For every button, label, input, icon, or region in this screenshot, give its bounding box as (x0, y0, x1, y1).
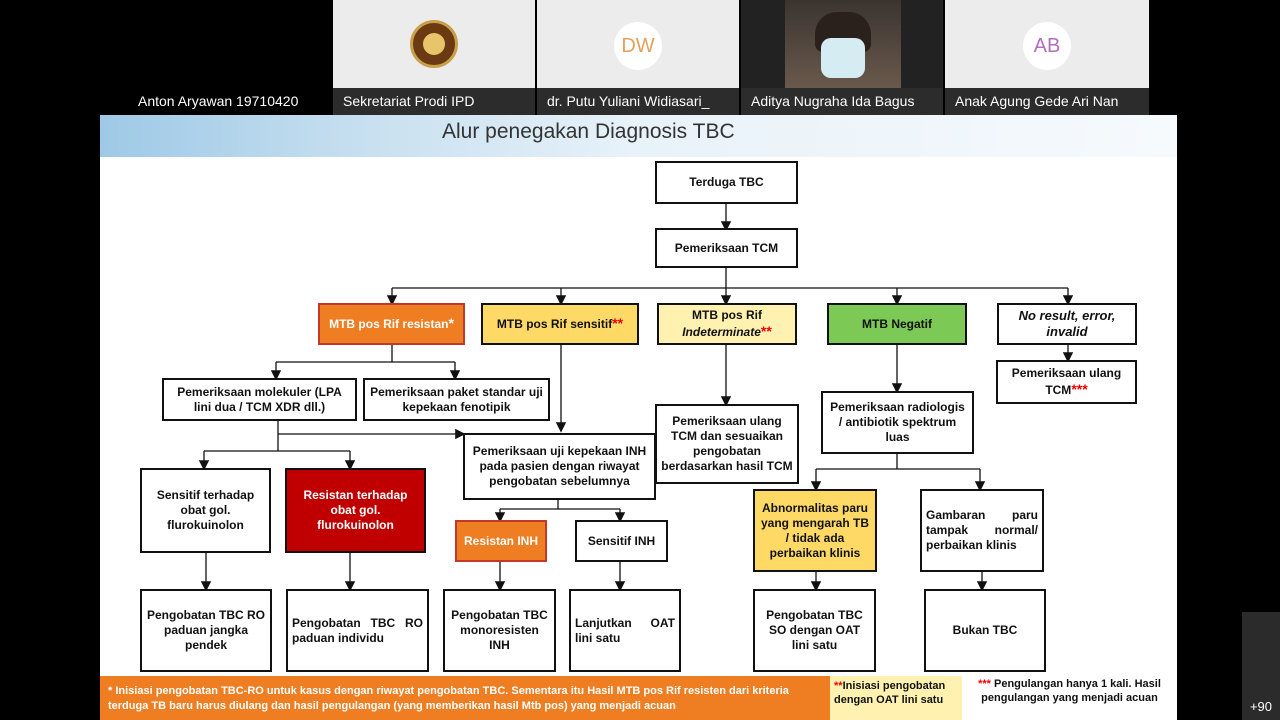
box-mtb-negatif: MTB Negatif (827, 303, 967, 345)
flow-connectors (198, 204, 1074, 592)
name-bar (945, 88, 1149, 115)
footnote-triple-asterisk: *** Pengulangan hanya 1 kali. Hasil peng… (962, 676, 1177, 720)
box-sensitif-fq: Sensitif terhadap obat gol. flurokuinolo… (140, 468, 271, 553)
shared-slide: Alur penegakan Diagnosis TBC (100, 115, 1177, 720)
box-resistan-fq: Resistan terhadap obat gol. flurokuinolo… (285, 468, 426, 553)
box-gambaran-normal: Gambaran paru tampak normal/ perbaikan k… (920, 489, 1044, 572)
box-resistan-inh: Resistan INH (455, 520, 547, 562)
box-ulang-tcm-sesuai: Pemeriksaan ulang TCM dan sesuaikan peng… (655, 404, 799, 484)
box-monoresisten: Pengobatan TBC monoresisten INH (443, 589, 556, 672)
participant-name: Anton Aryawan 19710420 (138, 93, 299, 109)
box-abnormalitas: Abnormalitas paru yang mengarah TB / tid… (753, 489, 877, 572)
box-ulang-tcm: Pemeriksaan ulang TCM*** (996, 360, 1137, 404)
name-bar (537, 88, 739, 115)
participant-tile[interactable]: Anton Aryawan 19710420 (128, 0, 331, 115)
box-bukan-tbc: Bukan TBC (924, 589, 1046, 672)
video-feed (785, 0, 901, 90)
box-pengobatan-so: Pengobatan TBC SO dengan OAT lini satu (753, 589, 876, 672)
box-uji-inh: Pemeriksaan uji kepekaan INH pada pasien… (463, 433, 656, 500)
box-no-result: No result, error, invalid (997, 303, 1137, 345)
box-rif-indeterminate: MTB pos Rif Indeterminate** (657, 303, 797, 345)
box-paket-fenotipik: Pemeriksaan paket standar uji kepekaan f… (363, 378, 550, 421)
name-bar (741, 88, 943, 115)
name-bar (333, 88, 535, 115)
box-rif-resistan: MTB pos Rif resistan* (318, 303, 465, 345)
slide-title: Alur penegakan Diagnosis TBC (442, 120, 735, 143)
avatar: AB (1023, 22, 1071, 70)
box-radiologis: Pemeriksaan radiologis / antibiotik spek… (821, 391, 974, 454)
avatar: DW (614, 22, 662, 70)
box-ro-individu: Pengobatan TBC RO paduan individu (286, 589, 429, 672)
participant-name: Sekretariat Prodi IPD (343, 93, 475, 109)
box-ro-pendek: Pengobatan TBC RO paduan jangka pendek (140, 589, 272, 672)
box-sensitif-inh: Sensitif INH (575, 520, 668, 562)
box-lanjutkan-oat: Lanjutkan OAT lini satu (569, 589, 681, 672)
more-participants-button[interactable]: +90 (1242, 612, 1280, 720)
institution-logo (410, 20, 458, 68)
box-rif-sensitif: MTB pos Rif sensitif** (481, 303, 639, 345)
slide-header-band (100, 115, 1177, 157)
participant-name: Anak Agung Gede Ari Nan (955, 93, 1119, 109)
box-terduga-tbc: Terduga TBC (655, 161, 798, 204)
footnote-single-asterisk: * Inisiasi pengobatan TBC-RO untuk kasus… (100, 676, 830, 720)
participant-name: Aditya Nugraha Ida Bagus (751, 93, 915, 109)
box-pemeriksaan-tcm: Pemeriksaan TCM (655, 228, 798, 268)
box-molekuler: Pemeriksaan molekuler (LPA lini dua / TC… (162, 378, 357, 421)
participant-name: dr. Putu Yuliani Widiasari_ (547, 93, 710, 109)
footnote-double-asterisk: **Inisiasi pengobatan dengan OAT lini sa… (830, 676, 962, 720)
